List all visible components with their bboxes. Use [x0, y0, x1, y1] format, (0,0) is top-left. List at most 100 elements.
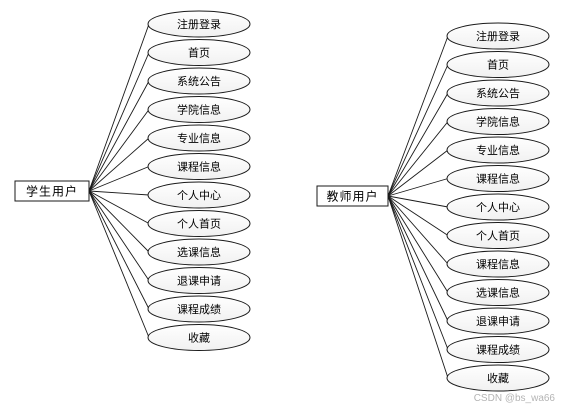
connector-line — [88, 190, 150, 281]
function-node-ellipse — [147, 153, 251, 180]
connector-line — [88, 190, 150, 338]
function-node: 课程信息 — [147, 153, 251, 180]
function-node-ellipse — [446, 364, 550, 392]
function-node-ellipse — [147, 324, 251, 351]
connector-line — [88, 190, 150, 253]
connector-line — [387, 149, 449, 197]
function-node-ellipse — [446, 250, 550, 278]
function-node: 个人首页 — [446, 222, 550, 249]
function-node: 专业信息 — [147, 124, 251, 152]
function-node-ellipse — [147, 181, 251, 209]
function-node-ellipse — [147, 210, 251, 237]
function-node: 课程成绩 — [446, 336, 550, 363]
function-node: 课程信息 — [446, 165, 550, 192]
function-node-ellipse — [446, 22, 550, 50]
function-node: 专业信息 — [446, 136, 550, 164]
connector-line — [387, 178, 449, 197]
connector-line — [88, 80, 150, 192]
function-node-label: 退课申请 — [476, 315, 520, 328]
root-node-label: 学生用户 — [26, 184, 78, 199]
function-node-ellipse — [147, 267, 251, 294]
function-node-label: 选课信息 — [177, 245, 221, 259]
function-node: 系统公告 — [446, 79, 550, 107]
connector-line — [387, 195, 449, 379]
function-node: 课程信息 — [446, 250, 550, 278]
function-node-label: 注册登录 — [476, 29, 520, 43]
function-node-label: 个人中心 — [177, 189, 221, 202]
connector-line — [88, 190, 150, 224]
connector-line — [88, 52, 150, 192]
function-node-ellipse — [446, 279, 550, 306]
function-node: 注册登录 — [147, 10, 251, 38]
connector-line — [88, 137, 150, 192]
connector-line — [387, 121, 449, 197]
connector-line — [387, 195, 449, 236]
function-node-label: 个人首页 — [177, 217, 221, 231]
function-node-label: 个人中心 — [476, 201, 520, 214]
function-node-label: 课程成绩 — [177, 303, 221, 316]
function-node-label: 课程信息 — [177, 160, 221, 174]
function-node: 系统公告 — [147, 67, 251, 95]
function-node-label: 学院信息 — [177, 103, 221, 117]
connector-line — [88, 190, 150, 310]
student-user-diagram: 学生用户 注册登录首页系统公告学院信息专业信息课程信息个人中心个人首页选课信息退课… — [14, 10, 251, 351]
function-node-ellipse — [446, 336, 550, 363]
function-node: 首页 — [147, 39, 251, 66]
function-node-ellipse — [446, 222, 550, 249]
root-node-box — [316, 185, 389, 207]
function-node-label: 收藏 — [487, 371, 509, 385]
function-node: 课程成绩 — [147, 295, 251, 323]
function-node: 个人中心 — [147, 181, 251, 209]
function-node: 学院信息 — [147, 96, 251, 123]
function-node: 收藏 — [446, 364, 550, 392]
function-node-ellipse — [446, 193, 550, 221]
function-node-label: 课程信息 — [476, 257, 520, 271]
function-node: 首页 — [446, 51, 550, 78]
function-node-ellipse — [147, 96, 251, 123]
connector-line — [387, 92, 449, 197]
connector-line — [88, 166, 150, 192]
function-node-label: 学院信息 — [476, 115, 520, 129]
function-node: 退课申请 — [446, 307, 550, 335]
function-node-label: 系统公告 — [476, 87, 520, 100]
function-node-ellipse — [446, 165, 550, 192]
function-node-ellipse — [446, 108, 550, 135]
connector-line — [387, 195, 449, 293]
connector-line — [88, 23, 150, 192]
teacher-user-diagram: 教师用户注册登录首页系统公告学院信息专业信息课程信息个人中心个人首页课程信息选课… — [316, 22, 550, 392]
function-node-label: 课程成绩 — [476, 344, 520, 357]
function-node-label: 专业信息 — [177, 131, 221, 145]
function-node-ellipse — [147, 39, 251, 66]
function-node-label: 注册登录 — [177, 17, 221, 31]
function-node: 退课申请 — [147, 267, 251, 294]
function-node-ellipse — [147, 10, 251, 38]
connector-line — [387, 35, 449, 197]
connector-line — [88, 190, 150, 196]
watermark: CSDN @bs_wa66 — [473, 393, 555, 404]
function-node-label: 系统公告 — [177, 75, 221, 88]
function-node-ellipse — [147, 295, 251, 323]
function-node-ellipse — [446, 136, 550, 164]
connector-line — [387, 195, 449, 350]
function-node-label: 收藏 — [188, 331, 210, 345]
function-node: 选课信息 — [446, 279, 550, 306]
function-node-ellipse — [446, 51, 550, 78]
function-node-label: 首页 — [188, 46, 210, 60]
function-node: 学院信息 — [446, 108, 550, 135]
connector-line — [387, 195, 449, 322]
root-node-label: 教师用户 — [326, 189, 378, 204]
function-node-ellipse — [147, 238, 251, 266]
function-node-label: 课程信息 — [476, 172, 520, 186]
function-node: 个人首页 — [147, 210, 251, 237]
function-node-label: 首页 — [487, 58, 509, 72]
function-node-ellipse — [147, 124, 251, 152]
function-node-label: 退课申请 — [177, 275, 221, 288]
function-node-ellipse — [147, 67, 251, 95]
function-node-ellipse — [446, 79, 550, 107]
function-node-label: 专业信息 — [476, 143, 520, 157]
function-node-label: 个人首页 — [476, 229, 520, 243]
connector-line — [387, 195, 449, 265]
function-node: 选课信息 — [147, 238, 251, 266]
function-node: 个人中心 — [446, 193, 550, 221]
